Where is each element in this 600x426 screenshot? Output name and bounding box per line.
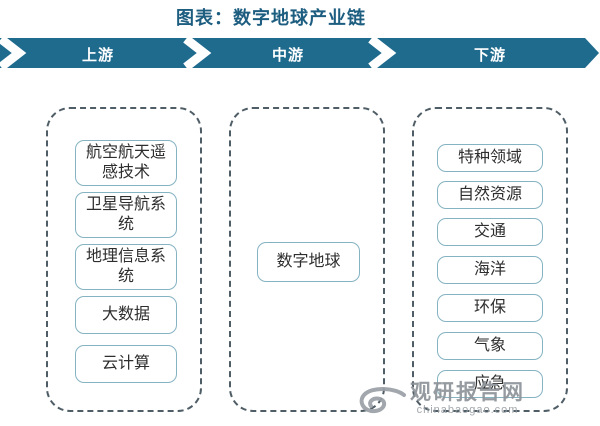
downstream-item: 自然资源: [437, 181, 543, 209]
watermark-logo-icon: [359, 387, 406, 414]
upstream-item: 大数据: [75, 296, 177, 334]
upstream-group-outline: [46, 107, 202, 412]
chart-title: 图表：数字地球产业链: [176, 8, 366, 28]
midstream-item: 数字地球: [257, 242, 360, 282]
watermark-domain: chinabaogao.com: [416, 404, 519, 416]
stage-arrow-band: [0, 38, 599, 68]
chevron-icon: [0, 38, 27, 68]
stage-label-downstream: 下游: [473, 47, 506, 64]
downstream-item: 特种领域: [437, 144, 543, 172]
upstream-item: 云计算: [75, 345, 177, 383]
downstream-item: 海洋: [437, 256, 543, 284]
stage-label-upstream: 上游: [81, 47, 114, 64]
downstream-group-outline: [412, 107, 568, 412]
downstream-item: 交通: [437, 218, 543, 246]
watermark: 观研报告网 chinabaogao.com: [356, 381, 525, 421]
upstream-item: 地理信息系 统: [75, 244, 177, 290]
chevron-icon: [368, 38, 397, 68]
downstream-item: 气象: [437, 332, 543, 360]
stage-label-midstream: 中游: [271, 47, 304, 64]
chevron-icon: [183, 38, 212, 68]
midstream-group-outline: [229, 107, 385, 412]
watermark-name: 观研报告网: [410, 381, 525, 404]
upstream-item: 航空航天遥 感技术: [75, 140, 177, 186]
upstream-item: 卫星导航系 统: [75, 192, 177, 238]
downstream-item: 应急: [437, 370, 543, 398]
downstream-item: 环保: [437, 294, 543, 322]
